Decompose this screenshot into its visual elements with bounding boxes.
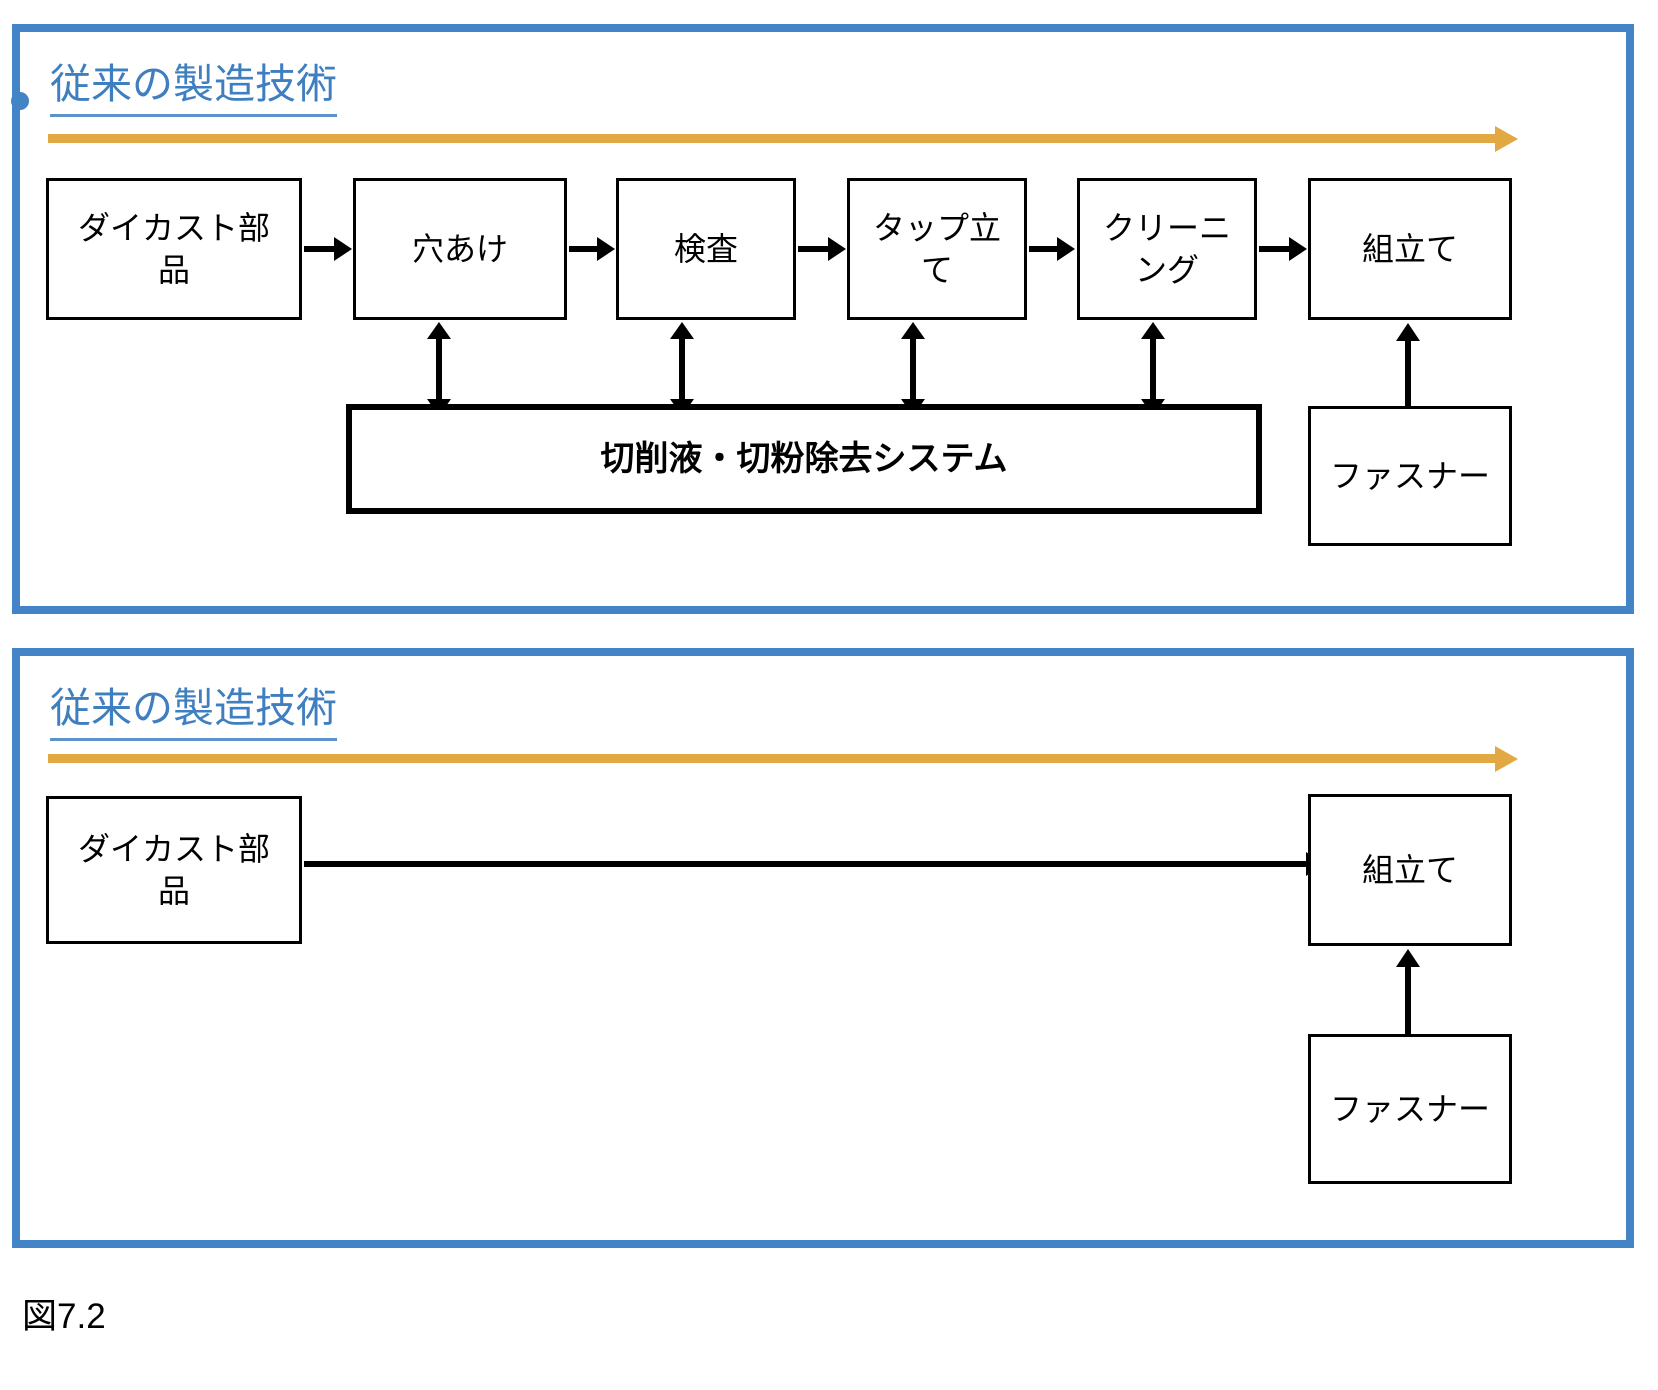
- process-box-inspection[interactable]: 検査: [616, 178, 796, 320]
- process-box-tapping[interactable]: タップ立 て: [847, 178, 1027, 320]
- flow-arrow-fastener-to-assembly: [1405, 340, 1411, 406]
- process-box-label: タップ立 て: [872, 209, 1001, 288]
- process-box-label: ダイカスト部 品: [77, 209, 270, 288]
- flow-arrow-drilling-to-inspection: [569, 246, 598, 252]
- panel-title: 従来の製造技術: [50, 684, 337, 742]
- bidirectional-arrow-drilling-to-support: [436, 338, 442, 400]
- process-box-label: 穴あけ: [411, 230, 508, 267]
- panel-title: 従来の製造技術: [50, 60, 337, 118]
- process-box-assembly[interactable]: 組立て: [1308, 178, 1512, 320]
- flow-arrow-tapping-to-cleaning: [1029, 246, 1058, 252]
- process-box-drilling[interactable]: 穴あけ: [353, 178, 567, 320]
- process-box-assembly[interactable]: 組立て: [1308, 794, 1512, 946]
- process-box-label: クリーニ ング: [1102, 209, 1231, 288]
- input-box-fastener[interactable]: ファスナー: [1308, 1034, 1512, 1184]
- flow-arrow-diecast-to-drilling: [304, 246, 335, 252]
- process-box-label: ダイカスト部 品: [77, 830, 270, 909]
- process-box-label: 検査: [673, 230, 738, 267]
- process-box-label: 組立て: [1361, 230, 1458, 267]
- process-flow-timeline-arrow: [48, 134, 1496, 143]
- process-box-cleaning[interactable]: クリーニ ング: [1077, 178, 1257, 320]
- panel-conventional-process-simplified: 従来の製造技術 ダイカスト部 品 組立て ファスナー: [12, 648, 1634, 1248]
- bidirectional-arrow-tapping-to-support: [910, 338, 916, 400]
- input-box-label: ファスナー: [1329, 1090, 1490, 1127]
- bidirectional-arrow-inspection-to-support: [679, 338, 685, 400]
- flow-arrow-fastener-to-assembly: [1405, 966, 1411, 1034]
- input-box-fastener[interactable]: ファスナー: [1308, 406, 1512, 546]
- flow-arrow-diecast-to-assembly: [304, 861, 1307, 867]
- process-box-diecast-part[interactable]: ダイカスト部 品: [46, 178, 302, 320]
- process-flow-timeline-arrow: [48, 754, 1496, 763]
- bidirectional-arrow-cleaning-to-support: [1150, 338, 1156, 400]
- support-box-label: 切削液・切粉除去システム: [600, 439, 1008, 478]
- process-box-diecast-part[interactable]: ダイカスト部 品: [46, 796, 302, 944]
- panel-bullet-dot: [11, 92, 29, 110]
- process-box-label: 組立て: [1361, 851, 1458, 888]
- panel-conventional-process-detailed: 従来の製造技術 ダイカスト部 品 穴あけ 検査 タップ立 て: [11, 24, 1634, 614]
- input-box-label: ファスナー: [1329, 457, 1490, 494]
- support-box-coolant-chip-removal-system[interactable]: 切削液・切粉除去システム: [346, 404, 1262, 514]
- figure-caption: 図7.2: [22, 1297, 106, 1336]
- flow-arrow-inspection-to-tapping: [798, 246, 829, 252]
- flow-arrow-cleaning-to-assembly: [1259, 246, 1290, 252]
